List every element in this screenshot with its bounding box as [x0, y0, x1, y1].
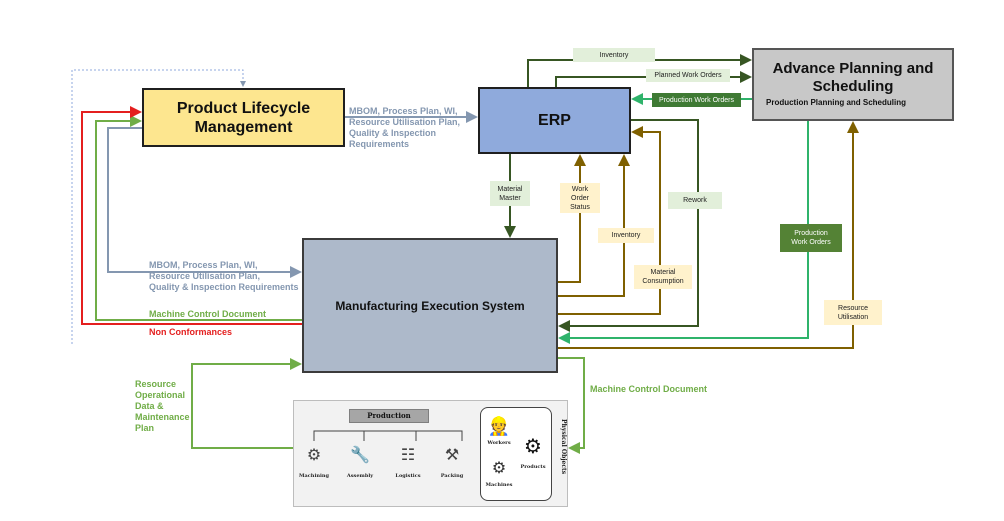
text-machine-control-doc-left: Machine Control Document — [149, 309, 267, 319]
label-material-master: Material Master — [490, 181, 530, 206]
physical-objects-panel: Production ⚙ 🔧 ☷ ⚒ Machining Assembly Lo… — [293, 400, 568, 507]
text-machine-control-doc-right: Machine Control Document — [590, 384, 708, 394]
machining-label: Machining — [298, 473, 330, 479]
arrow-erp-to-mes-rework — [558, 119, 699, 332]
text-plm-to-erp-line: Requirements — [349, 139, 410, 149]
label-planned-work-orders: Planned Work Orders — [646, 69, 730, 82]
text-plm-to-mes-line: MBOM, Process Plan, WI, — [149, 260, 258, 270]
text-resource-line: Plan — [135, 423, 155, 433]
label-inventory-mid: Inventory — [598, 228, 654, 243]
erp-box: ERP — [478, 87, 631, 154]
worker-icon: 👷 — [487, 416, 511, 436]
text-plm-to-mes-line: Resource Utilisation Plan, — [149, 271, 261, 281]
arrow-mes-to-plm-green — [95, 115, 302, 321]
plm-box: Product Lifecycle Management — [142, 88, 345, 147]
products-icon: ⚙ — [524, 436, 542, 458]
packing-label: Packing — [440, 473, 464, 479]
label-production-work-orders-top: Production Work Orders — [652, 93, 741, 107]
text-resource-line: Data & — [135, 401, 164, 411]
text-resource-operational: Resource Operational Data & Maintenance … — [135, 379, 190, 434]
text-plm-to-mes-line: Quality & Inspection Requirements — [149, 282, 299, 292]
label-rework: Rework — [668, 192, 722, 209]
aps-box: Advance Planning and Scheduling Producti… — [752, 48, 954, 121]
logistics-icon: ☷ — [400, 447, 416, 464]
text-plm-to-erp-line: MBOM, Process Plan, WI, — [349, 106, 458, 116]
text-resource-line: Operational — [135, 390, 186, 400]
assembly-icon: 🔧 — [350, 447, 370, 464]
arrow-mes-to-aps-resource — [558, 121, 859, 349]
mes-label: Manufacturing Execution System — [335, 298, 525, 313]
dotted-feedback-line — [71, 69, 246, 344]
text-plm-to-erp: MBOM, Process Plan, WI, Resource Utilisa… — [349, 106, 460, 150]
arrow-plm-to-mes — [107, 127, 302, 278]
machining-icon: ⚙ — [306, 447, 322, 464]
machine-icon: ⚙ — [491, 460, 507, 477]
text-plm-to-erp-line: Quality & Inspection — [349, 128, 437, 138]
arrow-aps-to-mes-prod — [558, 121, 809, 344]
arrow-mes-to-plm-red — [81, 106, 302, 325]
products-label: Products — [520, 464, 546, 470]
label-material-consumption: Material Consumption — [634, 265, 692, 289]
arrow-erp-to-aps-inventory — [527, 54, 752, 87]
text-plm-to-mes: MBOM, Process Plan, WI, Resource Utilisa… — [149, 260, 299, 293]
arrow-mes-to-erp-inventory — [558, 154, 630, 297]
text-resource-line: Resource — [135, 379, 177, 389]
label-inventory-top: Inventory — [573, 48, 655, 62]
erp-label: ERP — [538, 111, 571, 129]
physical-objects-side-label: Physical Objects — [560, 419, 567, 475]
label-production-work-orders-mid: Production Work Orders — [780, 224, 842, 252]
aps-subtitle: Production Planning and Scheduling — [766, 98, 906, 107]
production-title: Production — [349, 409, 429, 423]
arrow-mes-to-erp-consumption — [558, 126, 661, 315]
arrow-mes-to-physical — [558, 357, 585, 454]
assembly-label: Assembly — [346, 473, 374, 479]
arrow-mes-to-erp-status — [558, 154, 586, 283]
label-work-order-status: Work Order Status — [560, 183, 600, 213]
resources-panel: 👷 Workers ⚙ Machines ⚙ Products — [480, 407, 552, 501]
text-resource-line: Maintenance — [135, 412, 190, 422]
aps-title: Advance Planning and Scheduling — [772, 60, 934, 95]
logistics-label: Logistics — [395, 473, 421, 479]
plm-label: Product Lifecycle Management — [176, 99, 311, 136]
text-plm-to-erp-line: Resource Utilisation Plan, — [349, 117, 461, 127]
machines-label: Machines — [485, 482, 513, 488]
label-resource-utilisation: Resource Utilisation — [824, 300, 882, 325]
text-non-conformances: Non Conformances — [149, 327, 233, 337]
production-bracket — [313, 430, 463, 441]
packing-icon: ⚒ — [444, 447, 460, 464]
workers-label: Workers — [487, 440, 511, 446]
mes-box: Manufacturing Execution System — [302, 238, 558, 373]
arrow-physical-to-mes — [191, 358, 302, 449]
